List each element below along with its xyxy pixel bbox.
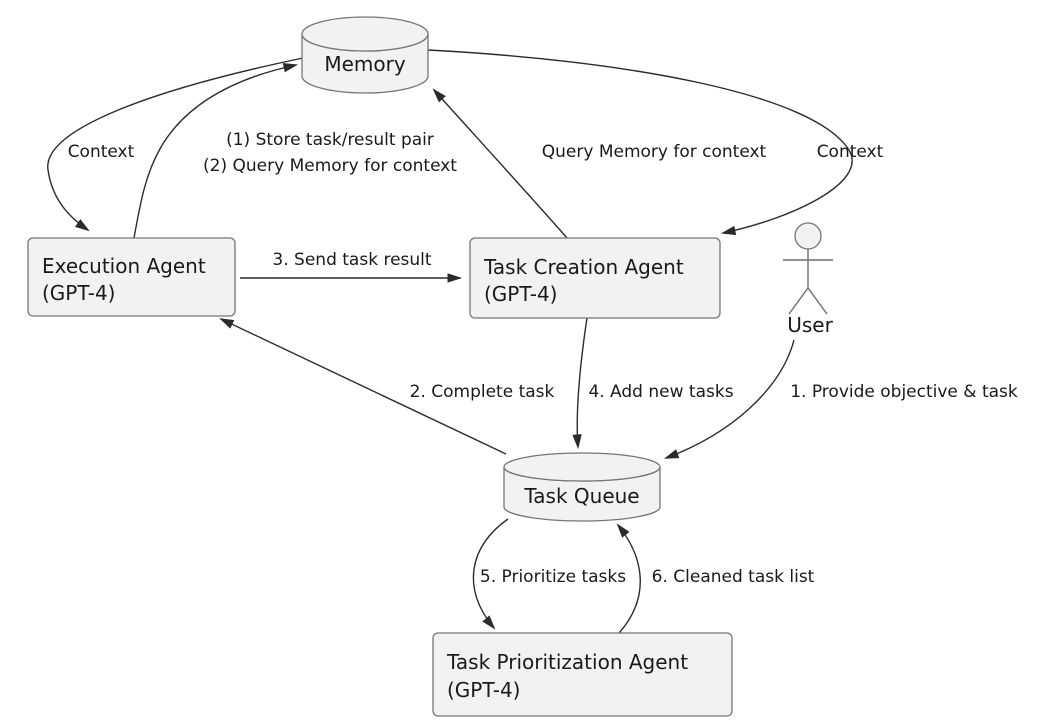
user-head-icon — [794, 222, 822, 250]
node-memory: Memory — [301, 16, 429, 94]
node-task-creation-agent: Task Creation Agent (GPT-4) — [469, 237, 721, 319]
user-left-leg-icon — [788, 287, 809, 315]
user-right-leg-icon — [807, 287, 828, 315]
edge-label-context-right: Context — [817, 142, 884, 162]
task-prioritization-agent-sublabel: (GPT-4) — [447, 678, 521, 702]
edge-prioritize-tasks — [472, 518, 509, 630]
task-creation-agent-sublabel: (GPT-4) — [484, 282, 558, 306]
execution-agent-box — [27, 237, 236, 317]
edge-complete-task — [219, 318, 507, 455]
task-creation-agent-label: Task Creation Agent — [483, 255, 684, 279]
edge-cleaned-task-list — [616, 523, 641, 634]
edge-label-provide-objective: 1. Provide objective & task — [790, 382, 1018, 402]
user-label: User — [787, 313, 833, 337]
edge-context-right — [427, 49, 853, 236]
task-creation-agent-box — [469, 237, 721, 319]
edge-label-send-task-result: 3. Send task result — [272, 250, 431, 270]
edge-label-cleaned-task-list: 6. Cleaned task list — [652, 567, 815, 587]
task-queue-label: Task Queue — [523, 484, 639, 508]
node-execution-agent: Execution Agent (GPT-4) — [27, 237, 236, 317]
node-user: User — [783, 222, 834, 337]
task-queue-cylinder-top — [503, 452, 661, 482]
edge-label-store-task-result: (1) Store task/result pair — [226, 130, 434, 150]
edge-query-memory — [432, 88, 568, 239]
edge-provide-objective — [663, 339, 795, 459]
memory-label: Memory — [324, 52, 406, 76]
edge-label-query-memory: Query Memory for context — [542, 142, 767, 162]
task-prioritization-agent-label: Task Prioritization Agent — [446, 650, 688, 674]
edge-label-add-new-tasks: 4. Add new tasks — [588, 382, 733, 402]
edge-label-complete-task: 2. Complete task — [410, 382, 555, 402]
edge-context-left — [47, 57, 304, 232]
execution-agent-label: Execution Agent — [42, 254, 206, 278]
edge-add-new-tasks — [572, 317, 588, 450]
edge-label-query-memory-left: (2) Query Memory for context — [203, 156, 457, 176]
task-prioritization-agent-box — [432, 632, 733, 717]
node-task-queue: Task Queue — [503, 452, 661, 522]
execution-agent-sublabel: (GPT-4) — [42, 281, 116, 305]
edge-label-context-left: Context — [68, 142, 135, 162]
node-task-prioritization-agent: Task Prioritization Agent (GPT-4) — [432, 632, 733, 717]
edge-label-prioritize-tasks: 5. Prioritize tasks — [480, 567, 626, 587]
memory-cylinder-top — [301, 16, 429, 52]
edge-store-query — [133, 63, 299, 239]
